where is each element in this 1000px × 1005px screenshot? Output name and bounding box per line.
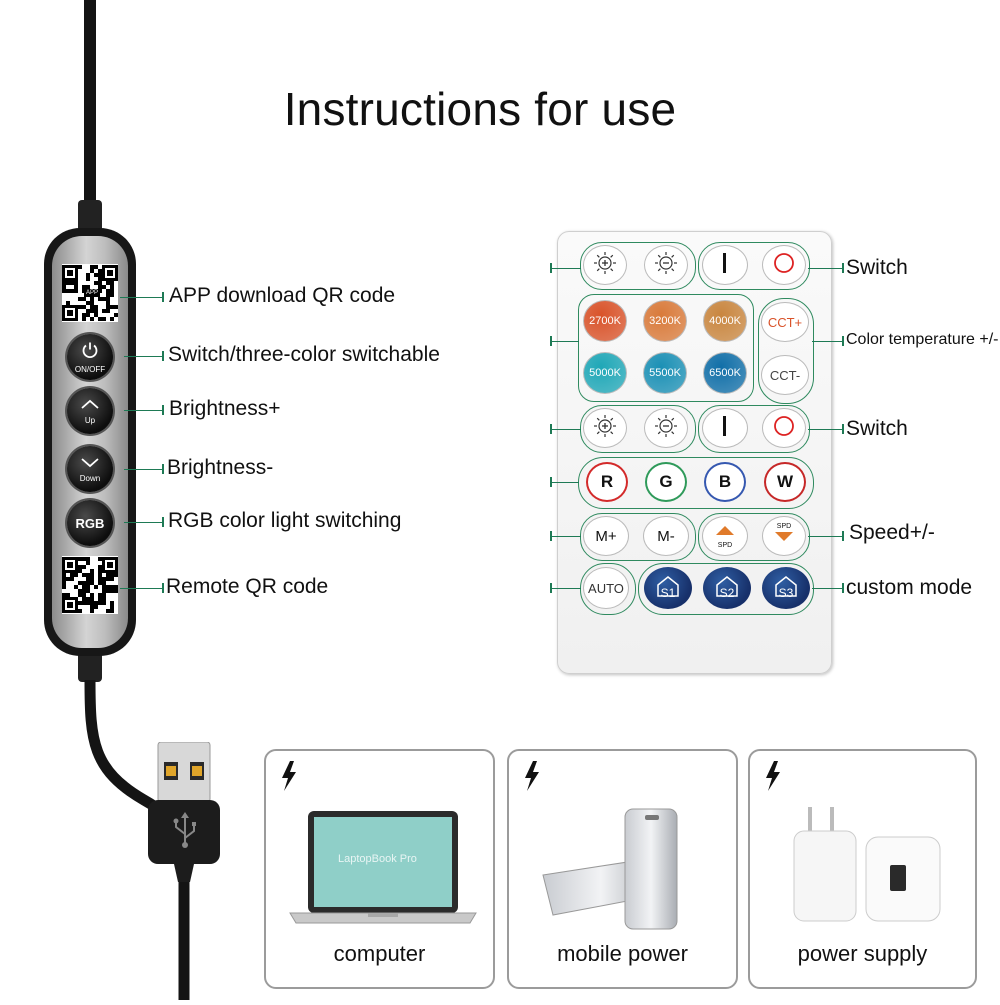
brightness-minus-button-2[interactable] <box>644 408 688 448</box>
rgb-button[interactable]: RGB <box>67 500 113 546</box>
lightning-bolt-icon <box>764 761 782 798</box>
temperature-group <box>578 294 754 402</box>
scene-label: S1 <box>660 586 676 600</box>
callout-remote-switch-1: Switch <box>846 256 908 279</box>
page-title: Instructions for use <box>283 83 677 135</box>
sun-plus-icon <box>592 250 618 281</box>
scene-group <box>638 563 814 615</box>
cct-plus-button[interactable]: CCT+ <box>761 302 809 342</box>
callout-color-temperature: Color temperature +/- <box>846 331 999 348</box>
sun-minus-icon <box>653 413 679 444</box>
mode-group <box>580 513 696 561</box>
callout-custom-mode: custom mode <box>846 576 973 599</box>
down-label: Down <box>79 474 101 483</box>
callout-remote-switch-2: Switch <box>846 417 908 440</box>
callout-switch: Switch/three-color switchable <box>168 343 440 366</box>
callout-brightness-plus: Brightness+ <box>169 397 281 420</box>
power-off-button-1[interactable] <box>762 245 806 285</box>
power-off-icon <box>773 252 795 279</box>
power-on-button-2[interactable] <box>702 408 748 448</box>
scene-button-s1[interactable]: S1 <box>644 567 692 609</box>
house-icon <box>714 574 740 601</box>
wall-adapter-illustration <box>786 803 956 938</box>
power-off-button-2[interactable] <box>762 408 806 448</box>
card-computer: LaptopBook Pro computer <box>264 749 495 989</box>
cct-minus-button[interactable]: CCT- <box>761 355 809 395</box>
house-icon <box>773 574 799 601</box>
speed-down-icon <box>772 530 796 549</box>
spd-label-down: SPD <box>776 523 792 530</box>
chevron-up-icon <box>80 397 100 415</box>
caption-power-supply: power supply <box>797 941 928 966</box>
usb-icon <box>172 812 198 853</box>
brightness-plus-button-2[interactable] <box>583 408 627 448</box>
speed-down-button[interactable]: SPD <box>762 516 806 556</box>
scene-label: S2 <box>719 586 735 600</box>
speed-up-button[interactable]: SPD <box>702 516 748 556</box>
brightness-up-button[interactable]: Up <box>67 388 113 434</box>
auto-button[interactable]: AUTO <box>583 567 629 609</box>
power-on-icon <box>722 252 728 279</box>
temp-button-0[interactable]: 2700K <box>583 300 627 342</box>
laptop-illustration: LaptopBook Pro <box>288 809 478 927</box>
lightning-bolt-icon <box>523 761 541 798</box>
mode-minus-button[interactable]: M- <box>643 516 689 556</box>
color-button-r[interactable]: R <box>586 462 628 502</box>
callout-rgb: RGB color light switching <box>168 509 402 532</box>
temp-button-4[interactable]: 5500K <box>643 352 687 394</box>
color-button-w[interactable]: W <box>764 462 806 502</box>
temp-button-3[interactable]: 5000K <box>583 352 627 394</box>
cable-bottom-collar <box>78 652 102 682</box>
callout-brightness-minus: Brightness- <box>167 456 274 479</box>
speed-up-icon <box>713 523 737 542</box>
callout-app-qr: APP download QR code <box>169 284 396 307</box>
app-qr-code: APP <box>62 264 118 322</box>
temp-button-2[interactable]: 4000K <box>703 300 747 342</box>
power-icon <box>81 341 99 364</box>
remote-qr-code <box>62 556 118 614</box>
scene-button-s2[interactable]: S2 <box>703 567 751 609</box>
color-button-b[interactable]: B <box>704 462 746 502</box>
caption-mobile-power: mobile power <box>557 941 688 966</box>
caption-computer: computer <box>333 941 426 966</box>
card-mobile-power: mobile power <box>507 749 738 989</box>
power-bank-illustration <box>537 803 717 938</box>
up-label: Up <box>84 416 96 425</box>
color-button-g[interactable]: G <box>645 462 687 502</box>
laptop-screen-text: LaptopBook Pro <box>338 853 417 865</box>
callout-remote-qr: Remote QR code <box>166 575 329 598</box>
callout-speed: Speed+/- <box>849 521 935 544</box>
mode-plus-button[interactable]: M+ <box>583 516 629 556</box>
sun-plus-icon <box>592 413 618 444</box>
onoff-label: ON/OFF <box>74 364 106 374</box>
app-qr-label: APP <box>84 289 101 297</box>
switch-group-1 <box>698 242 810 290</box>
card-power-supply: power supply <box>748 749 977 989</box>
power-on-button-1[interactable] <box>702 245 748 285</box>
brightness-plus-button-1[interactable] <box>583 245 627 285</box>
speed-group <box>698 513 810 561</box>
spd-label-up: SPD <box>717 542 733 549</box>
cable-top <box>84 0 96 232</box>
brightness-minus-button-1[interactable] <box>644 245 688 285</box>
temp-button-5[interactable]: 6500K <box>703 352 747 394</box>
sun-minus-icon <box>653 250 679 281</box>
power-off-icon <box>773 415 795 442</box>
lightning-bolt-icon <box>280 761 298 798</box>
power-on-icon <box>722 415 728 442</box>
brightness-group-1 <box>580 242 696 290</box>
brightness-down-button[interactable]: Down <box>67 446 113 492</box>
scene-label: S3 <box>778 586 794 600</box>
usb-plug <box>144 741 224 922</box>
cct-group <box>758 298 814 404</box>
onoff-button[interactable]: ON/OFF <box>67 334 113 380</box>
temp-button-1[interactable]: 3200K <box>643 300 687 342</box>
rgbw-group <box>578 457 814 509</box>
rgb-label: RGB <box>75 515 105 531</box>
chevron-down-icon <box>80 455 100 473</box>
house-icon <box>655 574 681 601</box>
scene-button-s3[interactable]: S3 <box>762 567 810 609</box>
auto-group <box>580 563 636 615</box>
